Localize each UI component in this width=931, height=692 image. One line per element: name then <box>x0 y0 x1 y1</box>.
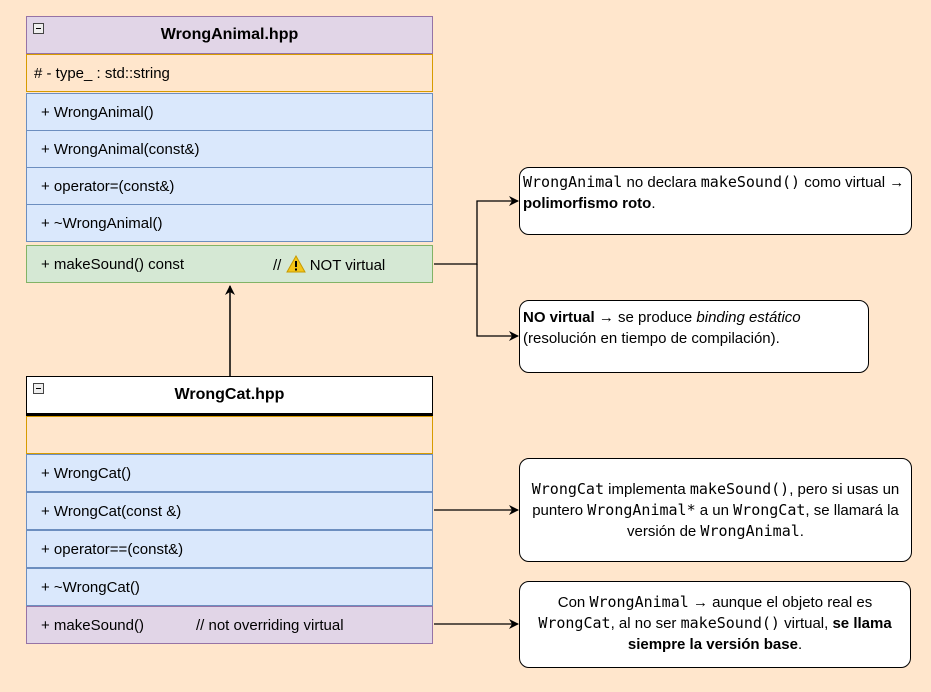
attribute-label: # - type_ : std::string <box>34 64 170 82</box>
collapse-icon[interactable] <box>33 23 44 34</box>
wronganimal-class: WrongAnimal.hpp # - type_ : std::string … <box>26 16 433 284</box>
wrongcat-header[interactable]: WrongCat.hpp <box>26 376 433 416</box>
method-label: + makeSound() const <box>41 255 184 273</box>
wrongcat-method-row[interactable]: + operator==(const&) <box>26 530 433 568</box>
method-label: + WrongCat(const &) <box>41 502 182 520</box>
makesound-comment: // NOT virtual <box>273 254 386 274</box>
method-label: + WrongAnimal(const&) <box>41 140 200 158</box>
note-version-base[interactable]: Con WrongAnimal → aunque el objeto real … <box>519 581 911 668</box>
note-wrongcat-puntero[interactable]: WrongCat implementa makeSound(), pero si… <box>519 458 912 562</box>
wronganimal-method-row[interactable]: + ~WrongAnimal() <box>26 204 433 242</box>
connector-note-2 <box>476 264 519 341</box>
note-polimorfismo-roto[interactable]: WrongAnimal no declara makeSound() como … <box>519 167 912 235</box>
method-label: + makeSound() <box>41 616 144 634</box>
method-label: + ~WrongCat() <box>41 578 140 596</box>
wrongcat-method-row[interactable]: + WrongCat(const &) <box>26 492 433 530</box>
connector-note-1 <box>434 196 519 265</box>
wronganimal-title: WrongAnimal.hpp <box>160 26 299 43</box>
warning-icon <box>285 254 306 272</box>
wronganimal-makesound-row[interactable]: + makeSound() const // NOT virtual <box>26 245 433 283</box>
wronganimal-method-row[interactable]: + WrongAnimal(const&) <box>26 130 433 168</box>
wrongcat-method-row[interactable]: + ~WrongCat() <box>26 568 433 606</box>
method-label: + ~WrongAnimal() <box>41 214 163 232</box>
method-label: + operator=(const&) <box>41 177 175 195</box>
makesound-comment: // not overriding virtual <box>196 616 344 634</box>
note-binding-estatico[interactable]: NO virtual → se produce binding estático… <box>519 300 869 373</box>
wrongcat-attribute[interactable] <box>26 416 433 454</box>
collapse-icon[interactable] <box>33 383 44 394</box>
wronganimal-header[interactable]: WrongAnimal.hpp <box>26 16 433 54</box>
method-label: + WrongCat() <box>41 464 132 482</box>
wrongcat-title: WrongCat.hpp <box>174 386 285 403</box>
wrongcat-makesound-row[interactable]: + makeSound() // not overriding virtual <box>26 606 433 644</box>
wronganimal-method-row[interactable]: + operator=(const&) <box>26 167 433 205</box>
wrongcat-method-row[interactable]: + WrongCat() <box>26 454 433 492</box>
wronganimal-method-row[interactable]: + WrongAnimal() <box>26 93 433 131</box>
method-label: + WrongAnimal() <box>41 103 154 121</box>
method-label: + operator==(const&) <box>41 540 184 558</box>
wrongcat-class: WrongCat.hpp + WrongCat() + WrongCat(con… <box>26 376 433 644</box>
wronganimal-attribute[interactable]: # - type_ : std::string <box>26 54 433 92</box>
